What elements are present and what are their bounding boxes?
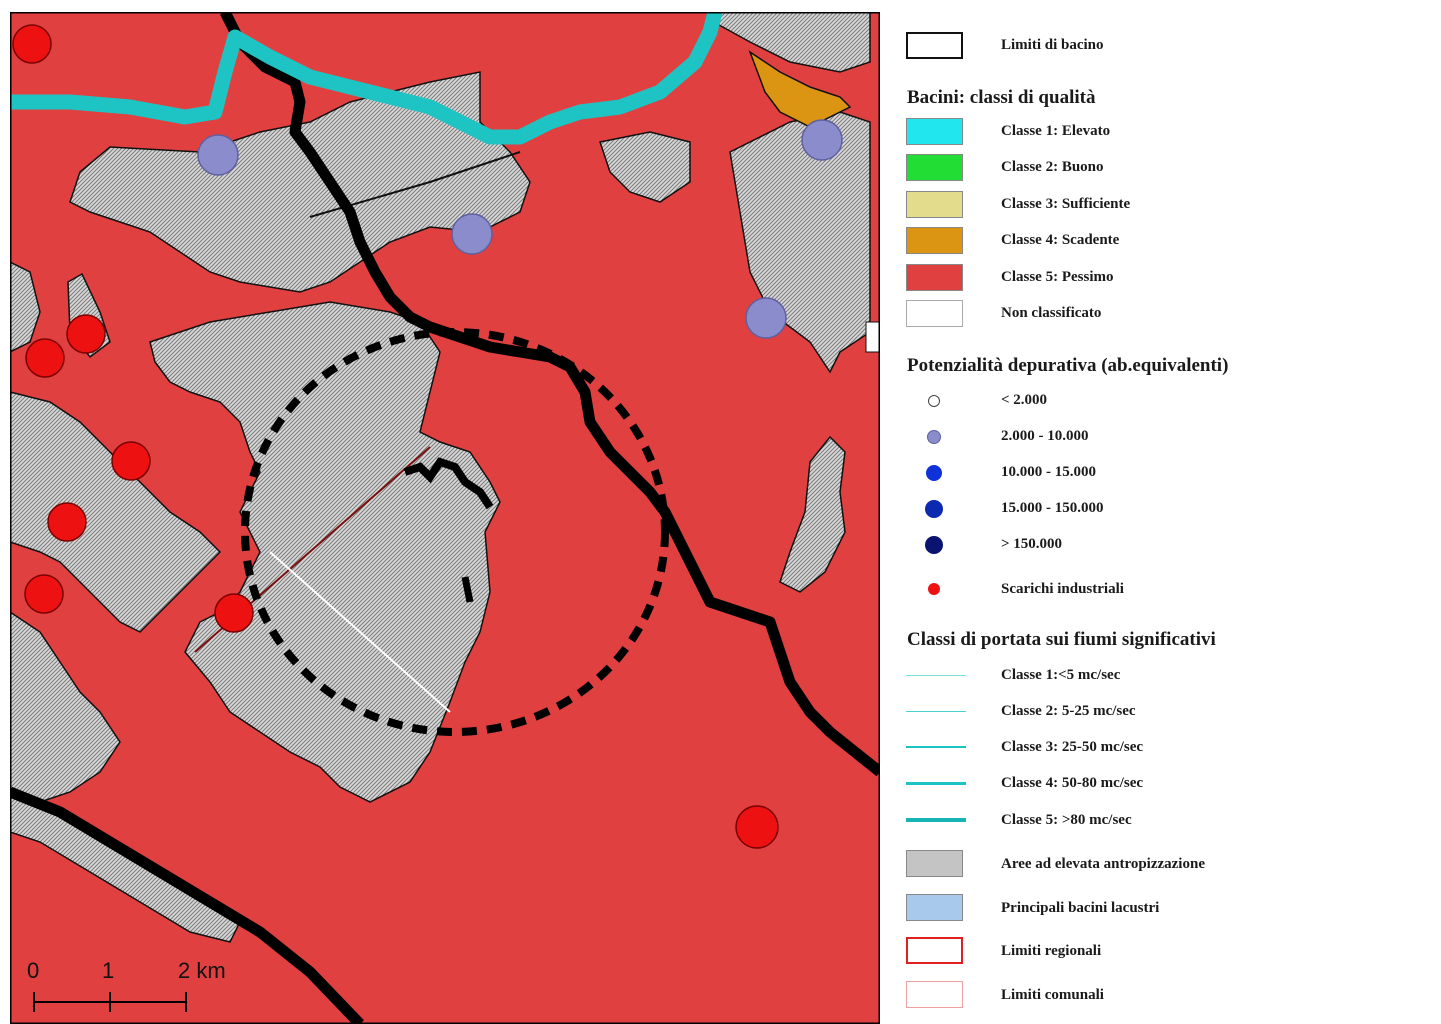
map-canvas[interactable] [10,12,880,1024]
capacity-dot-2 [927,430,941,444]
discharge-marker [735,805,779,849]
quality-label-5: Classe 5: Pessimo [1001,269,1114,285]
capacity-dot-5 [925,536,943,554]
flow-line-5 [906,818,966,822]
flow-label-1: Classe 1:<5 mc/sec [1001,667,1121,683]
scale-tick-1: 1 [102,958,115,983]
quality-swatch-3 [906,191,963,218]
quality-heading: Bacini: classi di qualità [907,87,1096,108]
municipal-limits-swatch [906,981,963,1008]
capacity-dot-4 [925,500,943,518]
urban-areas [10,12,871,943]
quality-label-1: Classe 1: Elevato [1001,123,1111,139]
map-panel[interactable]: 0 1 2 km [10,12,880,1024]
urban-areas-swatch [906,850,963,877]
lakes-label: Principali bacini lacustri [1001,900,1160,916]
capacity-dot-3 [926,465,942,481]
scale-tick-0: 0 [27,958,40,983]
scale-tick-2km: 2 km [178,958,226,983]
flow-label-3: Classe 3: 25-50 mc/sec [1001,739,1144,755]
quality-label-unclassified: Non classificato [1001,305,1102,321]
municipal-limit-line-white [269,551,451,713]
plant-marker [197,134,239,176]
quality-swatch-5 [906,264,963,291]
flow-line-4 [906,782,966,785]
basin-boundary-south [10,786,364,1024]
map-frame [10,12,880,1024]
depuration-plants [197,119,843,339]
capacity-label-5: > 150.000 [1001,536,1063,552]
river-flow-class-5 [10,12,723,145]
industrial-discharge-dot [928,583,940,595]
flow-label-5: Classe 5: >80 mc/sec [1001,812,1132,828]
capacity-heading: Potenzialità depurativa (ab.equivalenti) [907,355,1229,376]
regional-limits-swatch [906,937,963,964]
urban-areas-label: Aree ad elevata antropizzazione [1001,856,1205,872]
discharge-marker [24,574,64,614]
dashed-study-circle [241,328,669,736]
basin-limit-swatch [906,32,963,59]
scadente-basin-area [748,50,852,128]
capacity-dot-1 [928,395,940,407]
quality-swatch-1 [906,118,963,145]
capacity-label-2: 2.000 - 10.000 [1001,428,1089,444]
regional-limits-label: Limiti regionali [1001,943,1102,959]
industrial-discharge-label: Scarichi industriali [1001,581,1124,597]
capacity-label-4: 15.000 - 150.000 [1001,500,1104,516]
discharge-marker [214,593,254,633]
flow-line-2 [906,711,966,712]
discharge-marker [25,338,65,378]
capacity-label-3: 10.000 - 15.000 [1001,464,1096,480]
discharge-marker [111,441,151,481]
quality-label-3: Classe 3: Sufficiente [1001,196,1131,212]
industrial-discharges [12,24,779,849]
flow-line-3 [906,746,966,748]
flow-label-4: Classe 4: 50-80 mc/sec [1001,775,1144,791]
discharge-marker [12,24,52,64]
flow-heading: Classi di portata sui fiumi significativ… [907,629,1216,650]
urban-boundary-jagged [403,457,494,510]
flow-label-2: Classe 2: 5-25 mc/sec [1001,703,1136,719]
plant-marker [801,119,843,161]
quality-label-2: Classe 2: Buono [1001,159,1104,175]
legend-panel: Limiti di bacino Bacini: classi di quali… [880,12,1441,1024]
plant-marker [451,213,493,255]
municipal-limit-line-2 [309,151,521,218]
basin-limit-label: Limiti di bacino [1001,37,1104,53]
discharge-marker [47,502,87,542]
plant-marker [745,297,787,339]
quality-swatch-2 [906,154,963,181]
municipal-limits-label: Limiti comunali [1001,987,1104,1003]
quality-label-4: Classe 4: Scadente [1001,232,1120,248]
quality-swatch-4 [906,227,963,254]
scale-bar [33,992,187,1012]
flow-line-1 [906,675,966,676]
urban-boundary-dash [461,576,474,603]
lakes-swatch [906,894,963,921]
discharge-marker [66,314,106,354]
capacity-label-1: < 2.000 [1001,392,1048,408]
quality-swatch-unclassified [906,300,963,327]
unclassified-area [865,321,880,353]
